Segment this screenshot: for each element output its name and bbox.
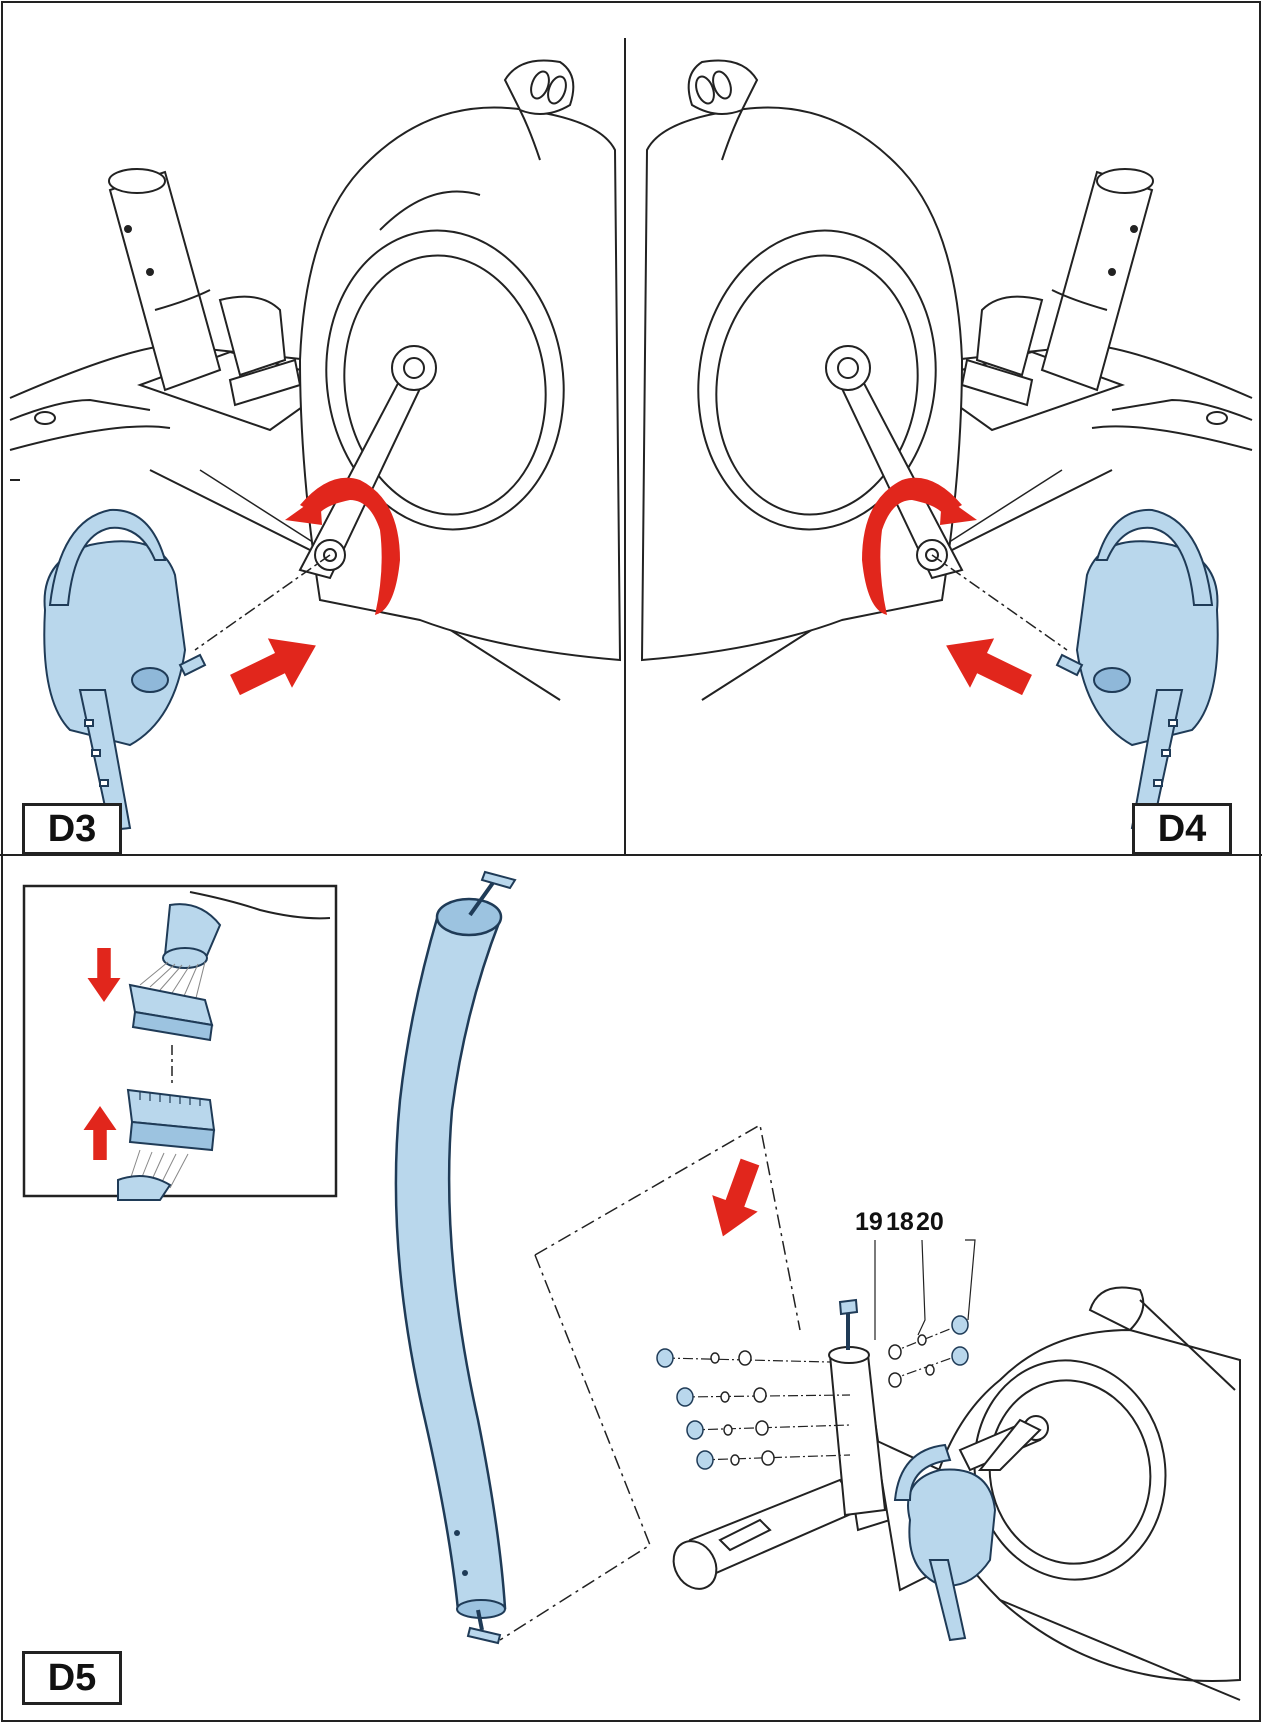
part-number-19: 19: [855, 1208, 883, 1236]
insert-arrow-d5: [700, 1153, 773, 1245]
panel-label-d4: D4: [1132, 803, 1232, 855]
fasteners: [656, 1239, 976, 1470]
pedal-d5: [893, 1443, 997, 1642]
insert-arrow-d3: [222, 620, 328, 710]
alignment-guide: [499, 1123, 801, 1641]
panel-d4-drawing: [640, 59, 1253, 832]
part-number-20: 20: [916, 1208, 944, 1236]
handlebar-tube: [394, 870, 517, 1645]
panel-label-d3: D3: [22, 803, 122, 855]
part-number-18: 18: [886, 1208, 914, 1236]
rotate-arrow-d3: [285, 477, 400, 615]
connector-inset: [22, 884, 338, 1201]
panel-label-d5: D5: [22, 1651, 122, 1705]
pedal-left: [43, 508, 207, 832]
